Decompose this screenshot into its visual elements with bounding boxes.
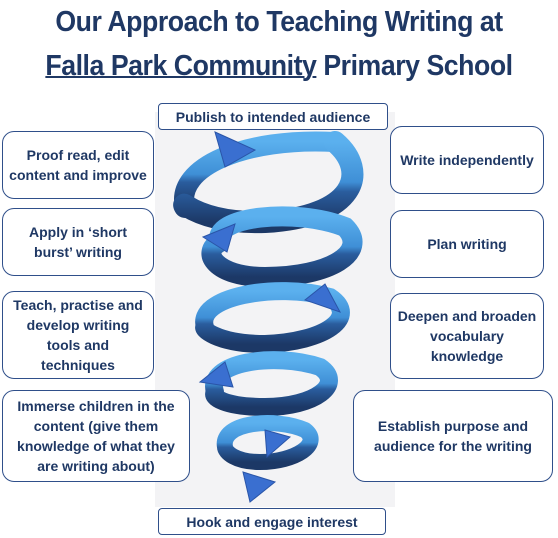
step-establish: Establish purpose and audience for the w… (353, 390, 553, 482)
arrow-head-6 (242, 471, 277, 503)
spiral-turn-4 (195, 282, 350, 354)
spiral-turn-3 (201, 206, 363, 288)
arrow-head-4 (198, 361, 234, 388)
arrow-head-2 (201, 223, 236, 253)
step-teach: Teach, practise and develop writing tool… (2, 291, 154, 379)
step-plan: Plan writing (390, 210, 544, 278)
step-write-independently: Write independently (390, 126, 544, 194)
step-proofread: Proof read, edit content and improve (2, 131, 154, 199)
step-apply: Apply in ‘short burst’ writing (2, 208, 154, 276)
step-immerse: Immerse children in the content (give th… (2, 390, 190, 482)
spiral-turn-5 (205, 351, 338, 417)
spiral-turn-6 (216, 415, 319, 471)
page-title-line-2: Falla Park Community Primary School (22, 50, 535, 83)
arrow-head-3 (303, 283, 342, 313)
school-name-rest: Primary School (316, 50, 513, 82)
page-title-line-1: Our Approach to Teaching Writing at (55, 6, 503, 38)
arrow-head-1 (214, 131, 257, 168)
step-publish: Publish to intended audience (158, 103, 388, 130)
school-name-underlined: Falla Park Community (45, 50, 317, 82)
spiral-graphic (155, 112, 395, 507)
step-hook: Hook and engage interest (158, 508, 386, 535)
arrow-head-5 (264, 429, 292, 459)
step-deepen: Deepen and broaden vocabulary knowledge (390, 293, 544, 379)
